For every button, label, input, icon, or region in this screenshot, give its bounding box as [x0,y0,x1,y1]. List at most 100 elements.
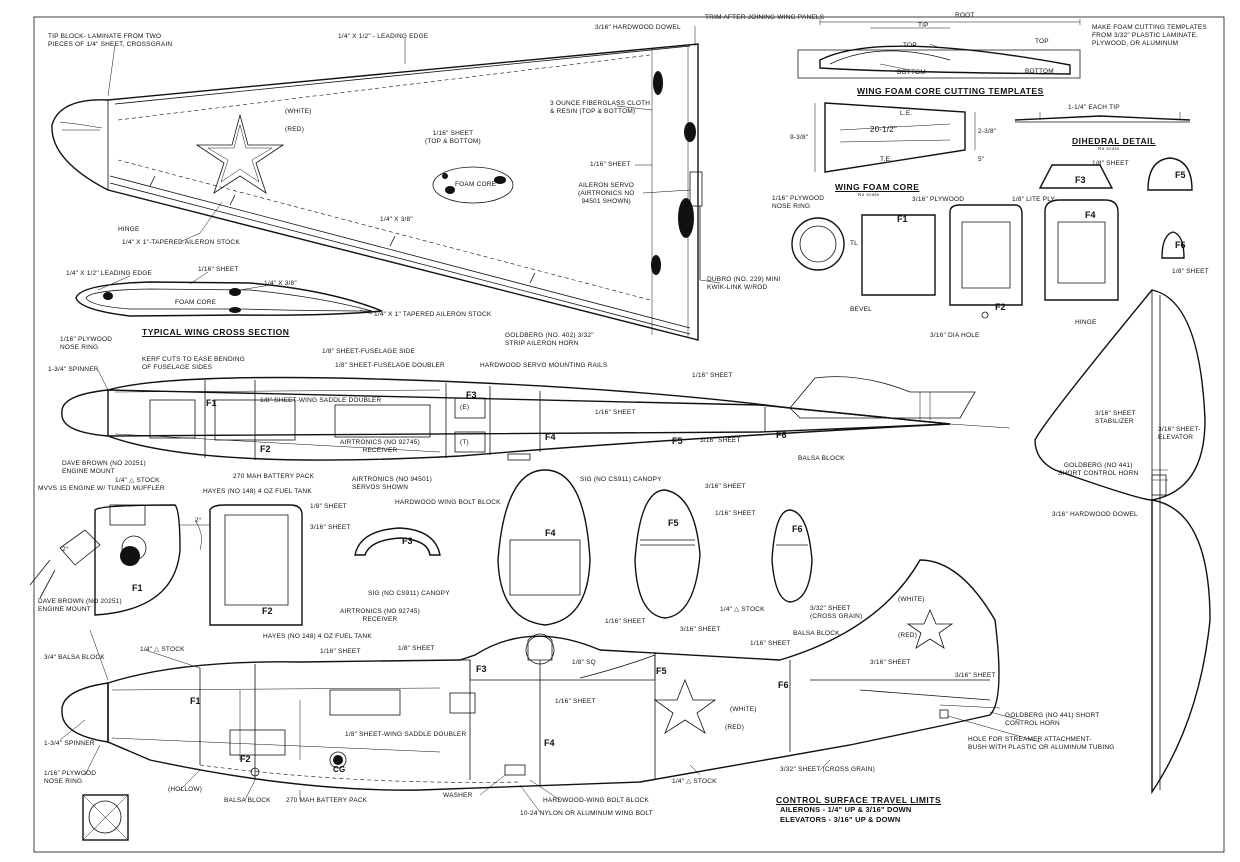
label-plywood-ring-top: 1/16" plywood nose ring [772,195,825,210]
label-sheet-316-b: 3/16" sheet [310,524,351,531]
former-f6-top: F6 [1175,240,1186,250]
label-sheet-116-b: 1/16" sheet [595,409,636,416]
label-balsa-block-34: 3/4" balsa block [44,654,105,661]
sheet-border [33,16,1225,853]
label-lite-ply: 1/8" lite ply [1012,196,1056,203]
former-f6-b: F6 [792,524,803,534]
label-aileron-servo: Aileron servo (Airtronics no 94501 shown… [578,182,635,205]
label-red-wing: (Red) [285,126,305,133]
heading-dihedral: Dihedral detail [1072,136,1156,146]
label-t-mark: (T) [460,439,469,446]
label-sheet-116-e: 1/16" sheet [605,618,646,625]
wing-planform [51,26,721,341]
label-battery-top: 270 mAh battery pack [233,473,315,480]
leaders-side [59,629,1041,813]
label-make-templates: Make foam cutting templates from 3/32" p… [1092,24,1207,47]
label-ailerons-travel: Ailerons - 1/4" up & 3/16" down [780,805,912,814]
note-no-scale-a: No scale [1098,146,1120,151]
former-f1-a: F1 [206,398,217,408]
fuselage-top-view [61,369,1011,461]
wing-templates [797,19,1081,79]
fuselage-side-view [61,559,1001,791]
heading-wing-templates: Wing foam core cutting templates [857,86,1044,96]
label-sheet-116-d: 1/16" sheet [320,648,361,655]
wing-cross-section [75,271,383,317]
label-le-mark: L.E. [900,110,913,117]
label-stock-14-d: 1/4" △ stock [672,778,717,785]
label-white-fuse: (White) [730,706,757,713]
label-saddle-doubler-side: 1/8" sheet-wing saddle doubler [345,731,467,738]
label-sheet-116-g: 1/16" sheet [555,698,596,705]
label-stock-14-a: 1/4" △ stock [115,477,160,484]
label-plywood-ring-bottom: 1/16" plywood nose ring [44,770,97,785]
label-le-section: 1/4" x 1/2" leading edge [66,270,153,277]
label-dave-brown-side: Dave Brown (no 20251) engine mount [38,598,122,613]
former-f4-top: F4 [1085,210,1096,220]
label-foam-core-section: Foam core [175,299,217,306]
label-sheet-316-e: 3/16" sheet [870,659,911,666]
label-fuel-tank-top: Hayes (no 148) 4 oz fuel tank [203,488,312,495]
label-receiver-top: Airtronics (no 92745) receiver [340,439,420,454]
label-plywood-ring-side: 1/16" plywood nose ring [60,336,113,351]
label-te-mark: T.E. [880,156,892,163]
label-spinner-side: 1-3/4" spinner [44,740,95,747]
label-hinge-right: Hinge [1075,319,1097,326]
label-sheet-316-d: 3/16" sheet [680,626,721,633]
dihedral-detail [1014,112,1191,123]
label-mvvs: MVVS 15 engine w/ tuned muffler [38,485,165,492]
label-streamer: Hole for streamer attachment- bush with … [968,736,1115,751]
label-fiberglass: 3 ounce fiberglass cloth & resin (top & … [550,100,651,115]
heading-travel-limits: Control surface travel limits [776,795,942,805]
label-sheet-116-a: 1/16" sheet [590,161,631,168]
former-f2-top: F2 [995,302,1006,312]
label-balsa-block-fin: Balsa block [793,630,840,637]
label-bolt-block-top: Hardwood wing bolt block [395,499,501,506]
former-f2-b: F2 [262,606,273,616]
label-fuselage-doubler: 1/8" sheet-fuselage doubler [335,362,445,369]
label-red-tail: (Red) [898,632,918,639]
label-foam-core-wing: Foam core [455,181,497,188]
label-hardwood-dowel: 3/16" hardwood dowel [595,24,681,31]
label-tip: Tip [918,22,929,29]
label-sheet-332-bottom: 3/32" sheet (cross grain) [780,766,875,773]
wing-foam-core [814,102,976,173]
label-sheet-316-c: 3/16" sheet [705,483,746,490]
label-sq-18: 1/8" sq [572,659,596,666]
label-goldberg-441-top: Goldberg (no 441) short control horn [1058,462,1139,477]
label-fuselage-side: 1/8" sheet-fuselage side [322,348,416,355]
label-goldberg-441-side: Goldberg (no 441) short control horn [1005,712,1100,727]
former-f5-side: F5 [656,666,667,676]
label-dim-5: 5" [978,156,985,163]
label-red-fuse: (Red) [725,724,745,731]
label-bolt-block-side: Hardwood-wing bolt block [543,797,650,804]
former-f4-b: F4 [545,528,556,538]
former-f3-b: F3 [402,536,413,546]
label-hardwood-dowel-tail: 3/16" hardwood dowel [1052,511,1138,518]
label-fuel-tank-side: Hayes (no 148) 4 oz fuel tank [263,633,372,640]
label-washer: Washer [443,792,473,799]
heading-wing-core: Wing foam core [835,182,920,192]
former-f1-b: F1 [132,583,143,593]
label-ply-316: 3/16" plywood [912,196,965,203]
label-dim-238: 2-3/8" [978,128,997,135]
label-bottom-b: Bottom [1025,68,1054,75]
label-white-wing: (White) [285,108,312,115]
label-sheet-316-f: 3/16" sheet [955,672,996,679]
label-stock-14-38-section: 1/4" x 3/8" [264,280,297,287]
label-spinner-top: 1-3/4" spinner [48,366,99,373]
former-f1-top: F1 [897,214,908,224]
label-root: Root [955,12,975,19]
label-leading-edge: 1/4" x 1/2" - leading edge [338,33,429,40]
former-f3-arch [354,527,441,556]
label-sheet-316-a: 3/16" sheet [700,437,741,444]
label-sheet-316-stab: 3/16" sheet stabilizer [1095,410,1136,425]
former-f3-a: F3 [466,390,477,400]
note-no-scale-b: No scale [858,192,880,197]
label-dubro: Dubro (no. 229) mini kwik-link w/rod [707,276,781,291]
label-down-thrust: 2° [195,517,202,524]
nose-ring-bottom [82,794,129,841]
label-bevel: Bevel [850,306,872,313]
former-f5-top: F5 [1175,170,1186,180]
former-f2-a: F2 [260,444,271,454]
